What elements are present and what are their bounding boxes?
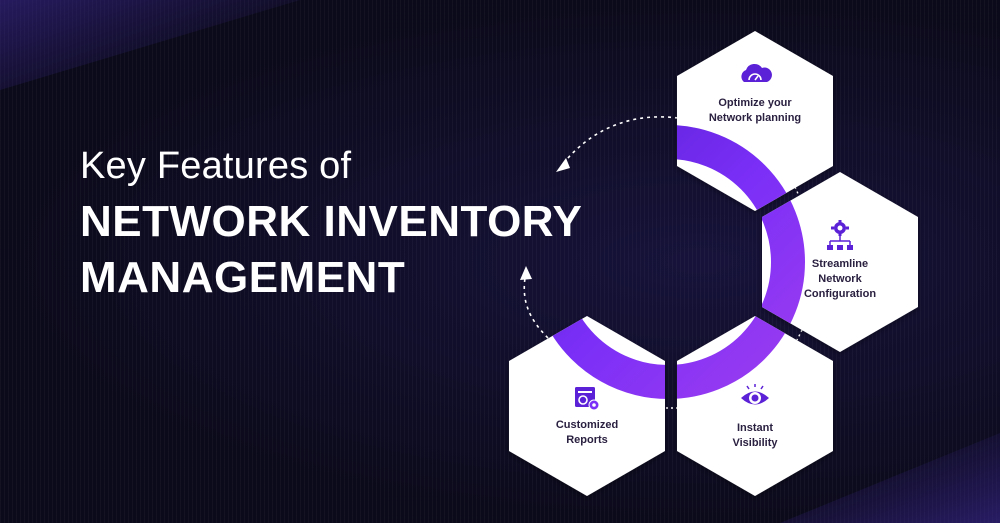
cloud-speedometer-icon (741, 63, 772, 82)
hex-streamline (762, 172, 918, 352)
dashed-arrow-top (561, 116, 679, 166)
dashed-arrow-bottom (523, 277, 549, 339)
report-gear-icon (575, 387, 600, 411)
feature-label-3-line-2: Visibility (732, 437, 778, 449)
heading-subtitle: Key Features of (80, 145, 352, 187)
feature-label-2-line-1: Streamline (812, 258, 868, 270)
gear-network-icon (827, 220, 853, 250)
eye-icon (741, 384, 769, 405)
connector-2 (796, 329, 803, 341)
arrowhead-top (556, 158, 570, 172)
purple-ring (531, 125, 805, 399)
feature-label-2-line-2: Network (818, 273, 862, 285)
arrowhead-bottom (520, 266, 532, 280)
feature-label-1-line-1: Optimize your (718, 97, 792, 109)
heading-title-line-1: NETWORK INVENTORY (80, 197, 583, 246)
feature-label-3-line-1: Instant (737, 422, 773, 434)
page-heading: Key Features of NETWORK INVENTORY MANAGE… (80, 142, 582, 306)
feature-label-4-line-2: Reports (566, 434, 608, 446)
heading-title-line-2: MANAGEMENT (80, 253, 406, 302)
feature-label-2-line-3: Configuration (804, 288, 876, 300)
feature-label-1-line-2: Network planning (709, 112, 801, 124)
feature-label-4-line-1: Customized (556, 419, 618, 431)
